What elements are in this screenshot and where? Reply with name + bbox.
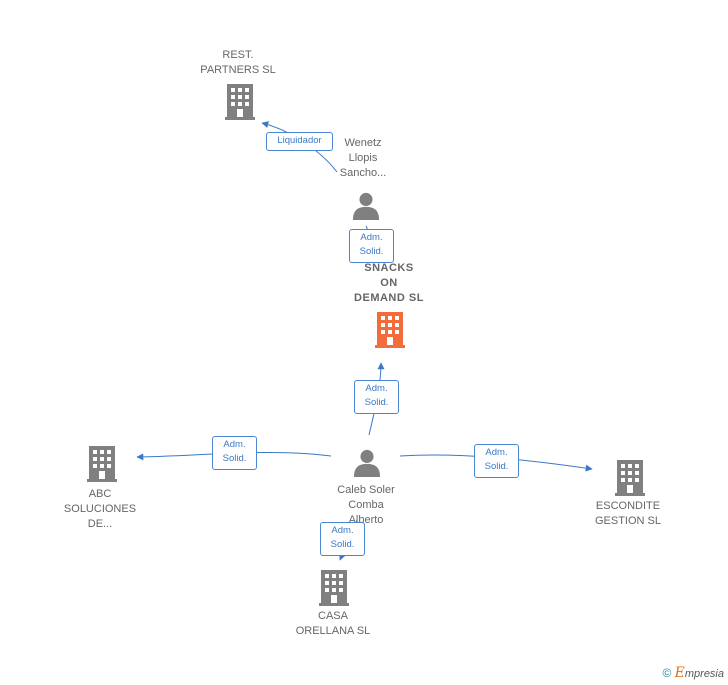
building-icon[interactable] bbox=[225, 84, 255, 120]
node-label-abc[interactable]: ABC SOLUCIONES DE... bbox=[63, 488, 137, 530]
brand-name: mpresia bbox=[684, 668, 724, 680]
building-icon[interactable] bbox=[375, 312, 405, 348]
edge-label-adm-solid: Adm. Solid. bbox=[320, 522, 365, 556]
node-label-casa-orellana[interactable]: CASA ORELLANA SL bbox=[295, 610, 371, 637]
empresia-logo: © Empresia bbox=[662, 665, 724, 681]
node-label-snacks-on-demand[interactable]: SNACKS ON DEMAND SL bbox=[354, 262, 424, 304]
edge-label-adm-solid: Adm. Solid. bbox=[474, 444, 519, 478]
brand-initial: E bbox=[674, 665, 685, 681]
node-label-escondite[interactable]: ESCONDITE GESTION SL bbox=[594, 500, 662, 527]
edge-label-adm-solid: Adm. Solid. bbox=[349, 229, 394, 263]
building-icon[interactable] bbox=[319, 570, 349, 606]
person-icon[interactable] bbox=[353, 449, 381, 477]
person-icon[interactable] bbox=[352, 192, 380, 220]
node-label-rest-partners[interactable]: REST. PARTNERS SL bbox=[200, 49, 276, 76]
copyright-symbol: © bbox=[662, 666, 672, 680]
edge-label-adm-solid: Adm. Solid. bbox=[354, 380, 399, 414]
building-icon[interactable] bbox=[87, 446, 117, 482]
node-label-wenetz[interactable]: Wenetz Llopis Sancho... bbox=[339, 137, 387, 179]
node-label-caleb[interactable]: Caleb Soler Comba Alberto bbox=[337, 484, 395, 526]
edge-label-adm-solid: Adm. Solid. bbox=[212, 436, 257, 470]
building-icon[interactable] bbox=[615, 460, 645, 496]
edge-label-liquidador: Liquidador bbox=[266, 132, 333, 151]
